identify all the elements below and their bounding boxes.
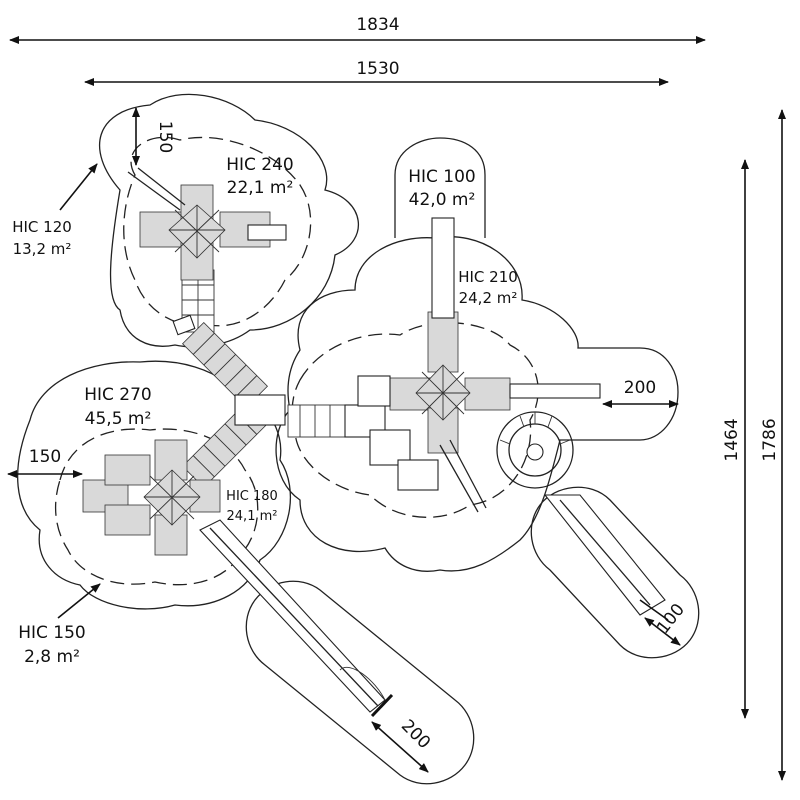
dim-right-inner: 1464 [722,418,742,461]
hic150-area: 2,8 m² [24,647,80,667]
hic120-leader [59,163,98,211]
hic100-name: HIC 100 [408,167,476,187]
hic270-name: HIC 270 [84,385,152,405]
hic120-area: 13,2 m² [13,240,72,258]
dim-slide-bottom: 200 [397,716,434,753]
dim-slide-bottom-line [371,721,429,773]
dim-150-mid: 150 [29,447,61,467]
tower-top [127,167,287,336]
hic270-area: 45,5 m² [85,409,152,429]
dim-top-outer: 1834 [356,15,399,35]
zone-labels: HIC 240 22,1 m² HIC 120 13,2 m² HIC 100 … [12,155,518,667]
tower-right [357,217,669,621]
dim-150-top: 150 [155,121,175,153]
hic100-area: 42,0 m² [409,190,476,210]
hic150-name: HIC 150 [18,623,86,643]
hub-platform [234,394,286,426]
dimension-lines [7,36,786,781]
tower-left [82,439,394,718]
hic210-name: HIC 210 [458,268,518,286]
bridge-horizontal [287,404,347,438]
hic180-name: HIC 180 [226,489,278,504]
dim-right-outer: 1786 [760,418,780,461]
dim-top-inner: 1530 [356,59,399,79]
hic120-name: HIC 120 [12,218,72,236]
hic150-leader [57,583,101,619]
dim-slide-right: 200 [624,378,656,398]
hic240-area: 22,1 m² [227,178,294,198]
hic210-area: 24,2 m² [459,289,518,307]
hic240-name: HIC 240 [226,155,294,175]
dim-slide-tube-line [644,617,681,646]
equipment [82,167,669,718]
dim-slide-tube: 100 [653,600,689,638]
hic180-area: 24,1 m² [227,509,278,524]
